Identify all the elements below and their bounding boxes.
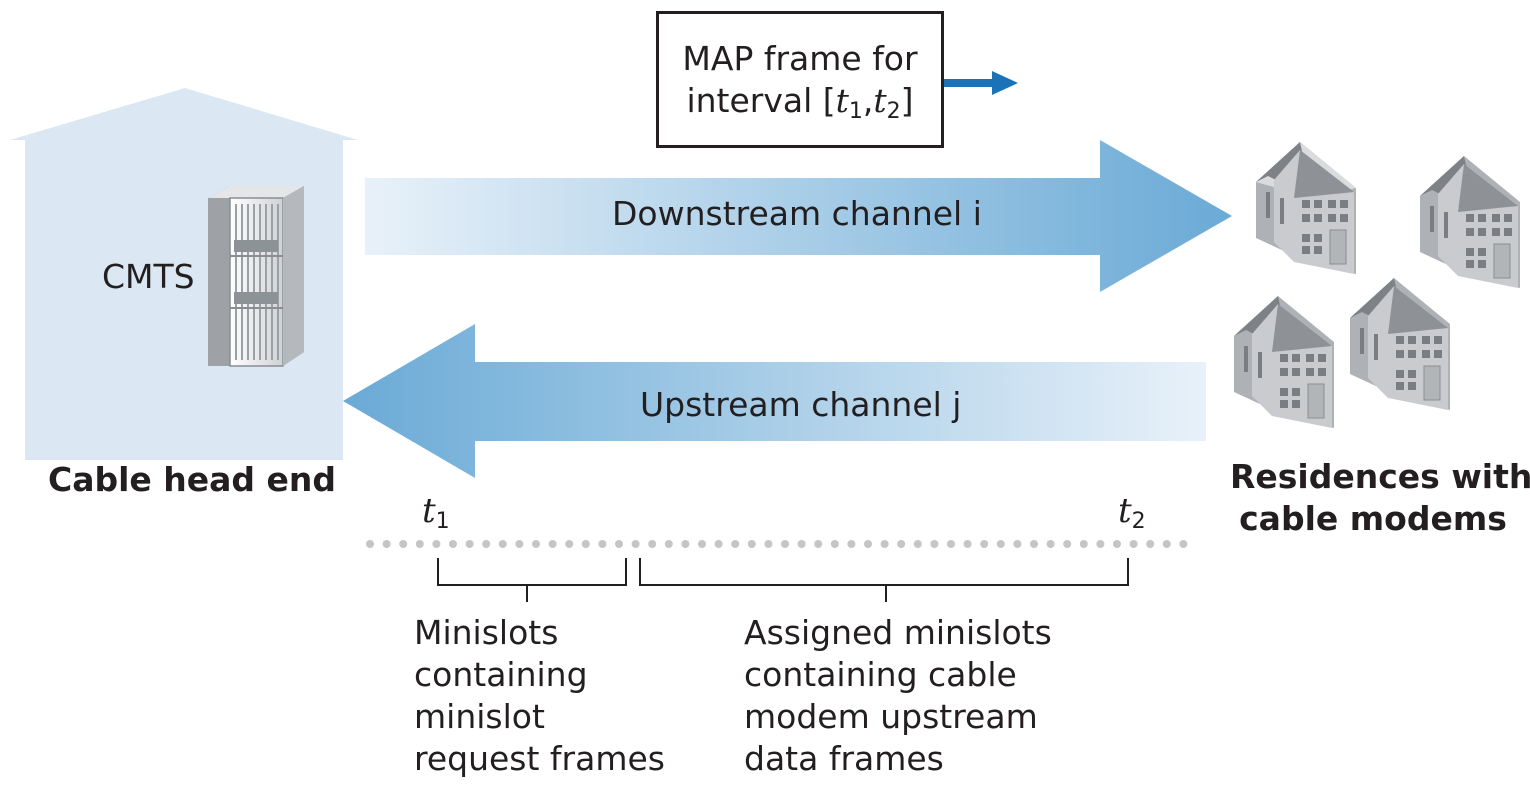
assigned-minislots-text: Assigned minislots containing cable mode… <box>744 613 1052 778</box>
minislot-dot <box>515 540 524 548</box>
minislot-dot <box>980 540 989 548</box>
minislot-dot <box>631 540 640 548</box>
minislot-dot <box>1129 540 1138 548</box>
minislot-dot <box>1113 540 1121 548</box>
minislot-dot <box>947 540 955 548</box>
minislot-dot <box>764 540 773 548</box>
minislot-dot <box>847 540 856 548</box>
minislot-dot <box>432 540 441 548</box>
minislot-dot <box>1046 540 1055 548</box>
minislot-dot <box>664 540 673 548</box>
minislot-dot <box>565 540 574 548</box>
minislot-dot <box>963 540 972 548</box>
minislot-dot <box>465 540 474 548</box>
head-end-building <box>10 88 358 460</box>
minislot-dot <box>648 540 657 548</box>
minislot-dot <box>930 540 939 548</box>
minislot-dot <box>382 540 391 548</box>
minislot-dot <box>781 540 789 548</box>
minislot-dot <box>814 540 823 548</box>
minislot-dot <box>366 540 374 548</box>
minislot-dot <box>532 540 540 548</box>
minislot-dot <box>548 540 557 548</box>
house-icon <box>1256 142 1356 274</box>
minislot-timeline <box>366 540 1188 548</box>
request-minislots-brace <box>437 558 627 602</box>
minislot-dot <box>1063 540 1072 548</box>
minislot-dot <box>399 540 408 548</box>
minislot-dot <box>913 540 922 548</box>
house-icon <box>1350 278 1450 410</box>
map-frame-line1: MAP frame for <box>682 38 918 78</box>
upstream-label: Upstream channel j <box>640 385 962 424</box>
house-icon <box>1234 296 1334 428</box>
cmts-label: CMTS <box>102 257 195 296</box>
minislot-dot <box>482 540 491 548</box>
request-minislots-text: Minislots containing minislot request fr… <box>414 613 665 778</box>
minislot-dot <box>1146 540 1155 548</box>
downstream-label: Downstream channel i <box>612 194 982 233</box>
minislot-dot <box>830 540 839 548</box>
minislot-dot <box>897 540 906 548</box>
t1-label: t1 <box>422 491 450 534</box>
map-frame-arrow <box>944 71 1018 95</box>
residences-caption: Residences with cable modems <box>1230 457 1530 538</box>
minislot-dot <box>449 540 457 548</box>
assigned-minislots-brace <box>639 558 1129 602</box>
minislot-dot <box>498 540 507 548</box>
minislot-dot <box>415 540 424 548</box>
upstream-arrow <box>343 324 1206 478</box>
minislot-dot <box>747 540 756 548</box>
minislot-dot <box>1013 540 1022 548</box>
minislot-dot <box>1079 540 1088 548</box>
map-frame-box: MAP frame for interval [t1,t2] <box>656 11 944 148</box>
house-icon <box>1420 156 1520 288</box>
minislot-dot <box>1096 540 1105 548</box>
t2-label: t2 <box>1118 491 1146 534</box>
minislot-dot <box>681 540 690 548</box>
minislot-dot <box>598 540 607 548</box>
minislot-dot <box>864 540 872 548</box>
minislot-dot <box>880 540 889 548</box>
minislot-dot <box>581 540 590 548</box>
downstream-arrow <box>365 140 1232 292</box>
minislot-dot <box>615 540 623 548</box>
minislot-dot <box>714 540 723 548</box>
minislot-dot <box>1179 540 1188 548</box>
minislot-dot <box>996 540 1005 548</box>
minislot-dot <box>698 540 706 548</box>
minislot-dot <box>731 540 740 548</box>
minislot-dot <box>1162 540 1171 548</box>
minislot-dot <box>797 540 806 548</box>
minislot-dot <box>1030 540 1038 548</box>
map-frame-line2: interval [t1,t2] <box>686 80 914 124</box>
cmts-server-icon <box>208 186 304 367</box>
head-end-caption: Cable head end <box>48 460 337 499</box>
